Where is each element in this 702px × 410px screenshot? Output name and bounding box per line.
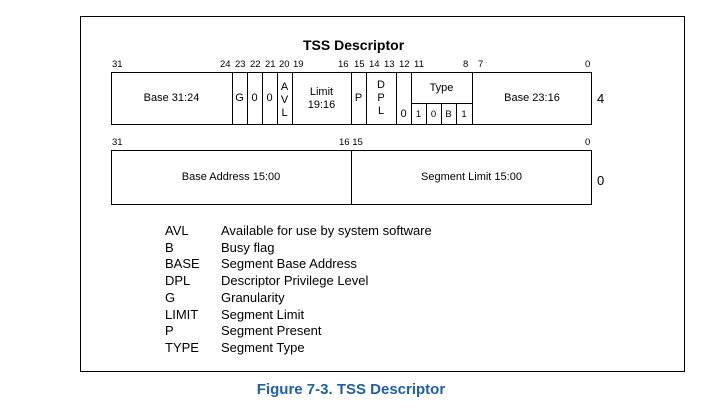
legend-abbr: TYPE — [165, 339, 199, 355]
type-bit-8: 1 — [461, 108, 467, 120]
dpl-letter-d: D — [377, 79, 385, 91]
field-dpl: D P L — [366, 79, 396, 118]
bit-label-20: 20 — [279, 59, 290, 70]
field-avl: A V L — [277, 81, 292, 120]
legend-desc: Granularity — [221, 289, 285, 305]
field-base-address-15-00: Base Address 15:00 — [181, 171, 281, 183]
bit-label-13: 13 — [384, 59, 395, 70]
avl-letter-v: V — [280, 94, 289, 106]
lower-bit-label-31: 31 — [112, 137, 123, 148]
field-reserved-bit-12: 0 — [400, 107, 407, 120]
field-base-31-24: Base 31:24 — [143, 92, 200, 104]
field-type-label: Type — [429, 81, 454, 94]
legend-desc: Descriptor Privilege Level — [221, 273, 369, 289]
dpl-letter-p: P — [377, 92, 385, 104]
bit-label-8: 8 — [463, 59, 469, 70]
legend-abbr: BASE — [165, 256, 200, 272]
bit-label-19: 19 — [293, 59, 304, 70]
field-reserved-bit-21: 0 — [266, 92, 273, 104]
legend-abbreviations: AVL B BASE DPL G LIMIT P TYPE — [165, 223, 200, 357]
field-present: P — [354, 92, 363, 104]
figure-frame — [80, 16, 685, 372]
field-reserved-bit-22: 0 — [251, 92, 258, 104]
legend-desc: Segment Base Address — [221, 256, 357, 272]
bit-label-24: 24 — [220, 59, 231, 70]
legend-abbr: LIMIT — [165, 306, 199, 322]
lower-bit-label-0: 0 — [585, 137, 591, 148]
legend-abbr: B — [165, 239, 174, 255]
upper-dword-offset: 4 — [597, 91, 605, 106]
bit-label-23: 23 — [235, 59, 246, 70]
limit-range: 19:16 — [307, 99, 336, 111]
field-granularity: G — [235, 92, 244, 104]
type-bit-10: 0 — [430, 108, 437, 120]
field-limit-19-16: Limit 19:16 — [292, 86, 351, 112]
legend-desc: Available for use by system software — [221, 223, 432, 238]
bit-label-12: 12 — [399, 59, 410, 70]
dpl-letter-l: L — [377, 105, 385, 117]
bit-label-15: 15 — [354, 59, 365, 70]
bit-label-16: 16 — [338, 59, 349, 70]
type-bit-busy: B — [445, 108, 452, 120]
field-base-23-16: Base 23:16 — [504, 92, 560, 104]
avl-letter-a: A — [280, 81, 289, 93]
legend-abbr: DPL — [165, 273, 191, 289]
legend-desc: Segment Type — [221, 339, 305, 355]
type-bit-11: 1 — [415, 108, 422, 120]
legend-abbr: G — [165, 289, 176, 305]
legend-abbr: AVL — [165, 223, 189, 238]
bit-label-11: 11 — [414, 59, 424, 70]
diagram-title: TSS Descriptor — [303, 37, 405, 53]
figure-caption: Figure 7-3. TSS Descriptor — [256, 381, 446, 398]
lower-dword-offset: 0 — [597, 173, 605, 188]
bit-label-22: 22 — [250, 59, 261, 70]
legend-desc: Segment Present — [221, 323, 322, 339]
avl-letter-l: L — [281, 107, 288, 119]
legend-desc: Segment Limit — [221, 306, 305, 322]
field-segment-limit-15-00: Segment Limit 15:00 — [421, 171, 522, 183]
bit-label-14: 14 — [369, 59, 380, 70]
lower-bit-label-16-15: 16 15 — [339, 137, 363, 148]
limit-label: Limit — [309, 86, 334, 98]
bit-label-21: 21 — [265, 59, 276, 70]
bit-label-31: 31 — [112, 59, 123, 70]
bit-label-7: 7 — [478, 59, 484, 70]
legend-desc: Busy flag — [221, 239, 275, 255]
legend-descriptions: Available for use by system software Bus… — [221, 223, 432, 357]
legend-abbr: P — [165, 323, 174, 339]
bit-label-0: 0 — [585, 59, 591, 70]
